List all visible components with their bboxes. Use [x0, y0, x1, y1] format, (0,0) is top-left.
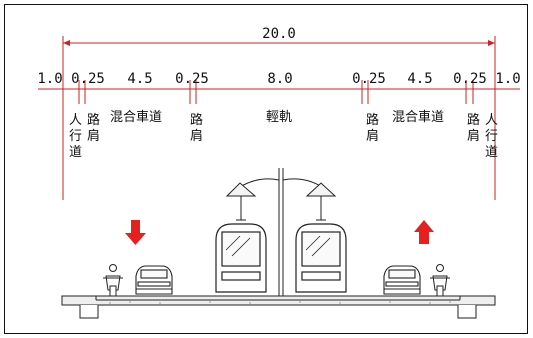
label-shoulder-4: 路肩: [467, 112, 480, 144]
label-shoulder-1: 路肩: [87, 112, 100, 144]
label-light-rail: 輕軌: [266, 109, 292, 125]
label-mixed-lane-left: 混合車道: [110, 110, 162, 125]
road-section: [61, 295, 496, 319]
label-mixed-lane-right: 混合車道: [392, 110, 444, 125]
tram-right: [295, 223, 347, 293]
dim-total: 20.0: [262, 26, 296, 42]
dim-sidewalk-left: 1.0: [37, 71, 62, 87]
arrow-up-icon: [414, 220, 434, 244]
tram-left: [215, 223, 267, 293]
motorcycle-right: [430, 264, 450, 297]
dim-shoulder-4: 0.25: [453, 71, 487, 87]
label-sidewalk-left: 人行道: [69, 113, 82, 160]
dimension-lines: [38, 36, 520, 200]
catenary-mast: [225, 168, 337, 296]
dim-shoulder-3: 0.25: [352, 71, 386, 87]
dimension-values: 1.0 0.25 4.5 0.25 8.0 0.25 4.5 0.25 1.0: [37, 71, 520, 87]
dim-lane-left: 4.5: [127, 71, 152, 87]
label-sidewalk-right: 人行道: [485, 113, 498, 160]
car-right: [383, 265, 421, 295]
zone-labels: 人行道 路肩 混合車道 路肩 輕軌 路肩 混合車道 路肩 人行道: [69, 109, 498, 160]
arrow-down-icon: [125, 220, 146, 245]
car-left: [135, 265, 173, 295]
dim-light-rail: 8.0: [267, 71, 292, 87]
dimension-arrowheads: [63, 40, 495, 46]
dim-shoulder-2: 0.25: [175, 71, 209, 87]
dim-shoulder-1: 0.25: [71, 71, 105, 87]
label-shoulder-3: 路肩: [366, 112, 379, 144]
dim-sidewalk-right: 1.0: [495, 71, 520, 87]
dim-lane-right: 4.5: [407, 71, 432, 87]
label-shoulder-2: 路肩: [190, 112, 203, 144]
motorcycle-left: [103, 264, 123, 297]
